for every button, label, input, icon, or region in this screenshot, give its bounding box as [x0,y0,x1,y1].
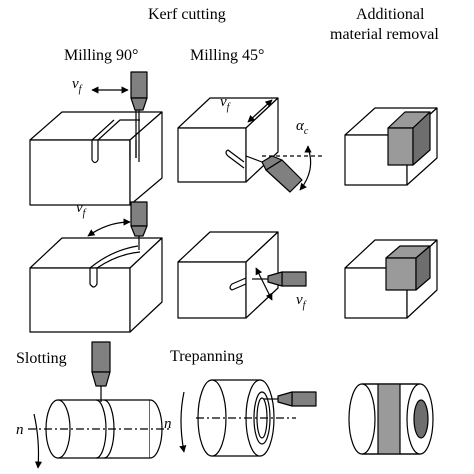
label-vf-45-top: vf [220,94,229,116]
heading-additional-line2: material removal [330,26,439,44]
block-milling90-top [30,112,162,205]
block-milling45-bottom [178,232,278,318]
block-milling90-bottom [30,238,162,332]
arrow-rotation-slotting [34,414,39,468]
label-vf-90-top: vf [72,76,81,98]
label-alpha-c: αc [296,118,308,140]
block-additional-bottom [345,240,437,318]
column-milling-90: Milling 90° [64,47,138,65]
cylinder-result [349,384,433,454]
heading-kerf-cutting: Kerf cutting [148,6,226,24]
heading-additional-line1: Additional [356,6,424,24]
cylinder-trepanning [196,380,296,456]
row-slotting: Slotting [16,350,67,368]
label-n-slotting: n [16,422,24,438]
column-milling-45: Milling 45° [190,47,264,65]
tool-slotting [92,342,110,402]
arrow-feed-90-bottom [88,222,130,236]
cylinder-slotting [28,400,172,458]
label-n-trepanning: n [164,416,172,432]
row-trepanning: Trepanning [170,348,243,366]
label-vf-90-bottom: vf [76,200,85,222]
block-additional-top [345,108,437,185]
label-vf-45-bottom: vf [296,292,305,314]
arrow-rotation-trepanning [181,392,184,452]
